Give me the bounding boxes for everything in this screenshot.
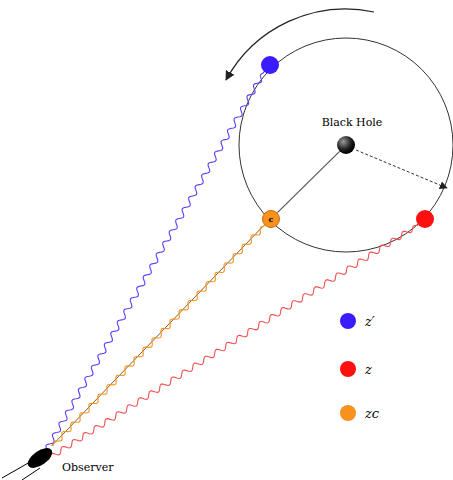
- observer-symbol: Observer: [24, 446, 58, 470]
- red-light-ray: [46, 225, 418, 460]
- legend-label: z′: [365, 314, 375, 329]
- rotation-arrow: [226, 9, 374, 80]
- radius-arrow: [356, 150, 447, 188]
- observer-cone-edge: [2, 462, 30, 478]
- blue-emitter-dot: [261, 56, 279, 74]
- observer-eye: [24, 446, 58, 470]
- orbit-circle: [239, 38, 453, 252]
- legend-swatch: [340, 405, 356, 421]
- legend-label: z: [365, 362, 372, 377]
- emitter-dot: c: [262, 210, 280, 228]
- black-hole: Black Hole: [337, 136, 355, 154]
- orbit-radius-line: [277, 151, 339, 212]
- red-emitter-dot: [416, 210, 434, 228]
- node-label: Observer: [62, 461, 113, 474]
- point-label: c: [269, 215, 274, 223]
- observer-cone-edge: [22, 468, 40, 480]
- blue-light-ray: [43, 72, 264, 456]
- legend-label: zc: [365, 406, 379, 421]
- legend-entry: z′: [340, 313, 375, 329]
- legend-entry: zc: [340, 405, 379, 421]
- node-label: Black Hole: [322, 116, 383, 129]
- observer-eye: [25, 446, 56, 470]
- orange-light-ray: [53, 225, 265, 446]
- legend-entry: z: [340, 361, 372, 377]
- legend-swatch: [340, 361, 356, 377]
- legend-swatch: [340, 313, 356, 329]
